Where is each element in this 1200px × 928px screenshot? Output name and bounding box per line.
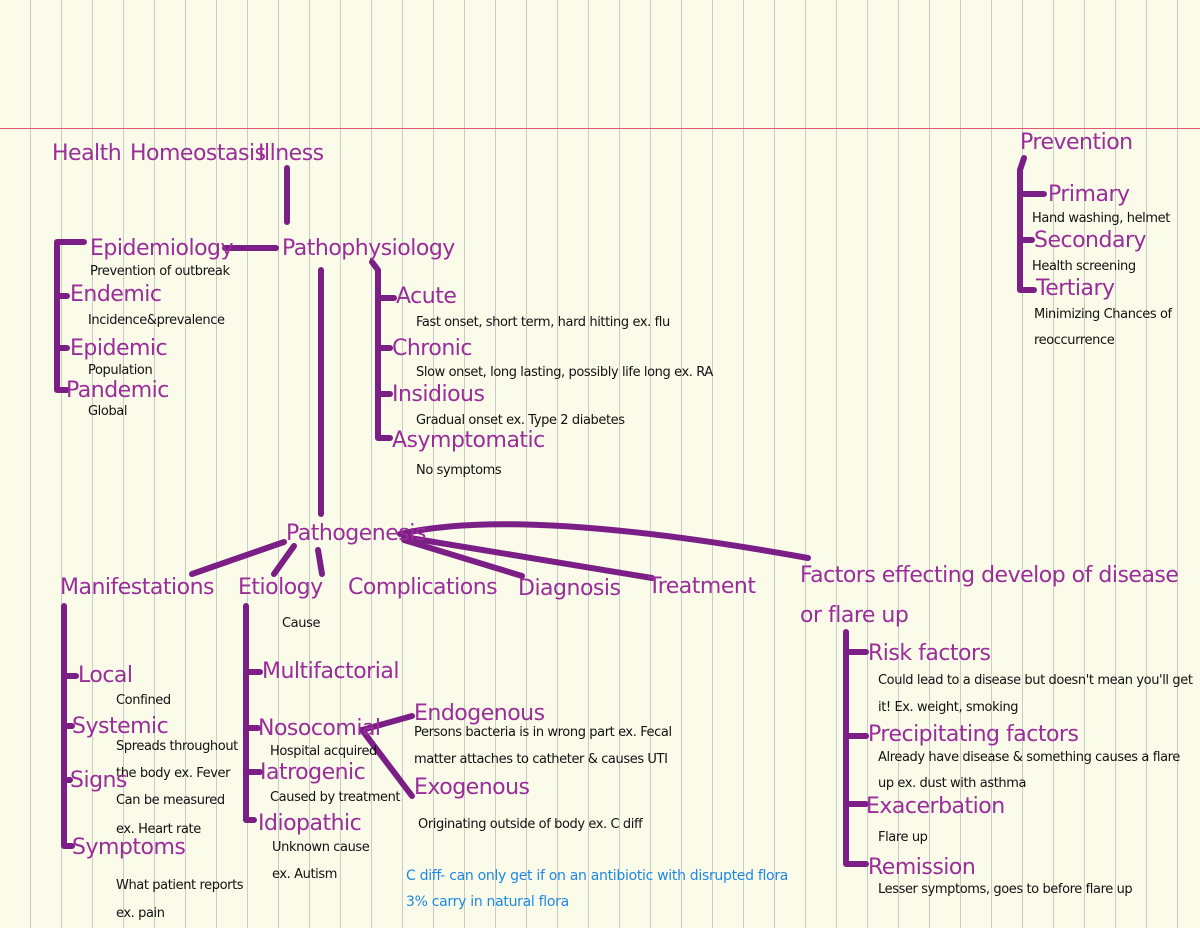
acute-note: Fast onset, short term, hard hitting ex.…: [416, 315, 670, 330]
endemic-label: Endemic: [70, 282, 162, 307]
connector-onset-bracket: [369, 259, 393, 441]
iatrogenic-note: Caused by treatment: [270, 790, 401, 805]
connector-factors-bracket: [843, 629, 869, 867]
exogenous-note: Originating outside of body ex. C diff: [418, 817, 643, 832]
pandemic-note: Global: [88, 404, 128, 419]
idiopathic-note-line1: Unknown cause: [272, 840, 370, 855]
epidemic-label: Epidemic: [70, 336, 168, 361]
insidious-note: Gradual onset ex. Type 2 diabetes: [416, 413, 625, 428]
signs-label: Signs: [70, 768, 127, 793]
insidious-label: Insidious: [392, 382, 485, 407]
symptoms-note-line2: ex. pain: [116, 906, 165, 921]
connector-etio-bracket: [243, 603, 257, 823]
factors-label-line2: or flare up: [800, 603, 909, 628]
epidemic-note: Population: [88, 363, 153, 378]
nosocomial-label: Nosocomial: [258, 716, 381, 741]
endogenous-label: Endogenous: [414, 701, 545, 726]
connector-factors: [397, 521, 811, 561]
local-label: Local: [78, 663, 133, 688]
cdiff-note-line2: 3% carry in natural flora: [406, 894, 569, 910]
complications-label: Complications: [348, 575, 498, 600]
factors-label-line1: Factors effecting develop of disease: [800, 563, 1179, 588]
homeostasis-label: Homeostasis: [130, 141, 266, 166]
connector-manifestations: [189, 539, 287, 577]
signs-note-line2: ex. Heart rate: [116, 822, 201, 837]
connector-epi-bracket: [54, 239, 87, 393]
illness-label: Illness: [258, 141, 324, 166]
acute-label: Acute: [396, 284, 457, 309]
nosocomial-note: Hospital acquired: [270, 744, 377, 759]
exacerbation-note: Flare up: [878, 830, 928, 845]
treatment-label: Treatment: [648, 574, 756, 599]
risk-factors-note-line1: Could lead to a disease but doesn't mean…: [878, 673, 1193, 688]
exogenous-label: Exogenous: [414, 775, 530, 800]
tertiary-note-line2: reoccurrence: [1034, 333, 1115, 348]
signs-note-line1: Can be measured: [116, 793, 225, 808]
exacerbation-label: Exacerbation: [866, 794, 1005, 819]
chronic-label: Chronic: [392, 336, 472, 361]
pathophysiology-label: Pathophysiology: [282, 236, 455, 261]
local-note: Confined: [116, 693, 171, 708]
precipitating-factors-label: Precipitating factors: [868, 722, 1079, 747]
etiology-note: Cause: [282, 616, 321, 631]
chronic-note: Slow onset, long lasting, possibly life …: [416, 365, 713, 380]
cdiff-note-line1: C diff- can only get if on an antibiotic…: [406, 868, 789, 884]
connector-manifest-bracket: [61, 603, 75, 849]
idiopathic-label: Idiopathic: [258, 811, 362, 836]
health-label: Health: [52, 141, 122, 166]
remission-note: Lesser symptoms, goes to before flare up: [878, 882, 1133, 897]
risk-factors-note-line2: it! Ex. weight, smoking: [878, 700, 1019, 715]
systemic-label: Systemic: [72, 714, 169, 739]
primary-note: Hand washing, helmet: [1032, 211, 1170, 226]
idiopathic-note-line2: ex. Autism: [272, 867, 338, 882]
epidemiology-note: Prevention of outbreak: [90, 264, 230, 279]
connector-endogenous: [359, 713, 415, 733]
endogenous-note-line2: matter attaches to catheter & causes UTI: [414, 752, 668, 767]
connector-exogenous: [359, 727, 415, 799]
endemic-note: Incidence&prevalence: [88, 313, 225, 328]
secondary-note: Health screening: [1032, 259, 1136, 274]
connector-etiology: [271, 543, 297, 577]
symptoms-note-line1: What patient reports: [116, 878, 244, 893]
secondary-label: Secondary: [1034, 228, 1147, 253]
precipitating-factors-note-line1: Already have disease & something causes …: [878, 750, 1180, 765]
manifestations-label: Manifestations: [60, 575, 214, 600]
page-margin-line: [0, 128, 1200, 129]
precipitating-factors-note-line2: up ex. dust with asthma: [878, 776, 1027, 791]
primary-label: Primary: [1048, 182, 1130, 207]
tertiary-label: Tertiary: [1036, 276, 1115, 301]
asymptomatic-note: No symptoms: [416, 463, 502, 478]
endogenous-note-line1: Persons bacteria is in wrong part ex. Fe…: [414, 725, 672, 740]
pandemic-label: Pandemic: [66, 378, 169, 403]
connector-treatment: [401, 534, 655, 581]
tertiary-note-line1: Minimizing Chances of: [1034, 307, 1172, 322]
multifactorial-label: Multifactorial: [262, 659, 399, 684]
connector-complications: [315, 547, 325, 577]
prevention-label: Prevention: [1020, 130, 1133, 155]
etiology-label: Etiology: [238, 575, 323, 600]
systemic-note-line2: the body ex. Fever: [116, 766, 231, 781]
asymptomatic-label: Asymptomatic: [392, 428, 545, 453]
risk-factors-label: Risk factors: [868, 641, 991, 666]
connector-diagnosis: [401, 537, 525, 579]
epidemiology-label: Epidemiology: [90, 236, 234, 261]
symptoms-label: Symptoms: [72, 835, 186, 860]
pathogenesis-label: Pathogenesis: [286, 521, 426, 546]
iatrogenic-label: Iatrogenic: [260, 760, 366, 785]
systemic-note-line1: Spreads throughout: [116, 739, 238, 754]
remission-label: Remission: [868, 855, 976, 880]
diagnosis-label: Diagnosis: [518, 576, 621, 601]
connector-prevention-bracket: [1017, 155, 1037, 293]
